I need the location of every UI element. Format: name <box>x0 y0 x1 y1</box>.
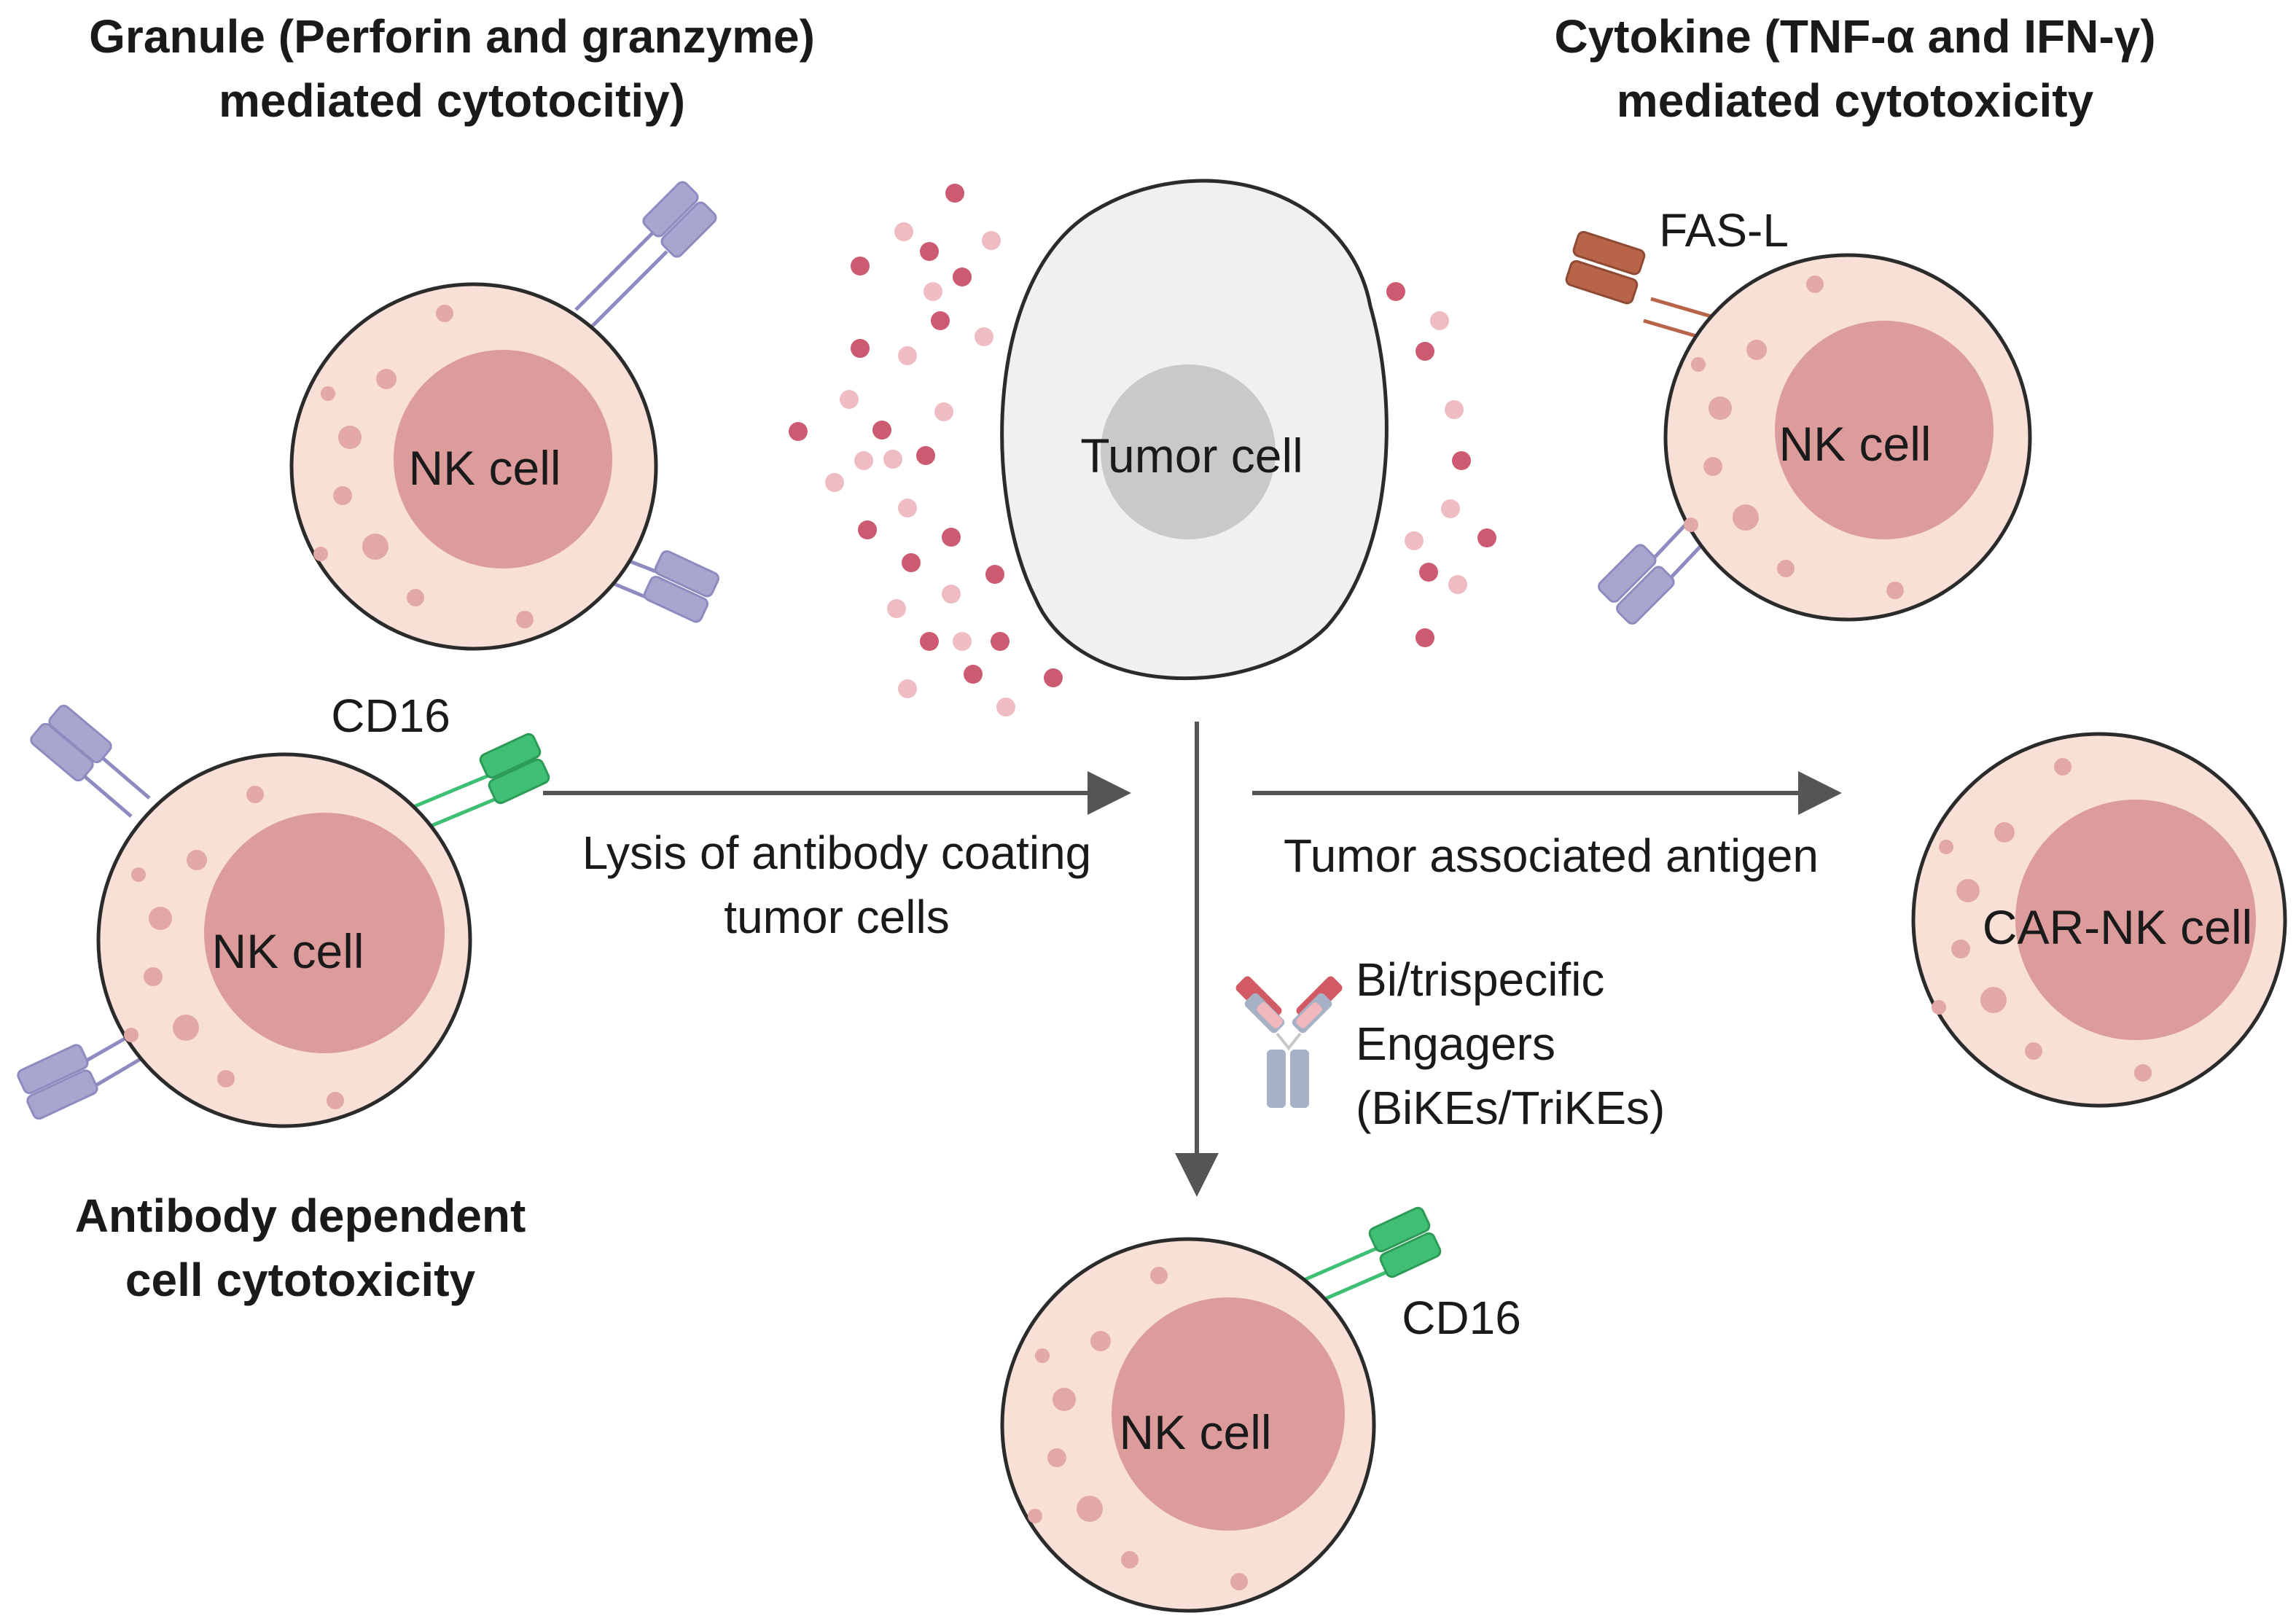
tumor-cell: Tumor cell <box>1000 179 1389 681</box>
tumor-cell-label: Tumor cell <box>1080 429 1303 483</box>
cd16-label: CD16 <box>331 690 450 742</box>
cd16-receptor-icon <box>1297 1206 1442 1308</box>
nk-cell-mid-left: NK cell CD16 <box>17 690 550 1128</box>
released-granules-right <box>1386 282 1496 647</box>
fas-l-label: FAS-L <box>1659 204 1789 257</box>
engagers-label-line1: Bi/trispecific <box>1356 953 1604 1006</box>
cytokine-heading-line1: Cytokine (TNF-α and IFN-γ) <box>1554 10 2155 63</box>
granule-heading-line1: Granule (Perforin and granzyme) <box>89 10 815 63</box>
nk-cell-label: NK cell <box>408 441 561 495</box>
adcc-heading-line1: Antibody dependent <box>75 1190 526 1242</box>
released-granules-left <box>789 184 1063 716</box>
tumor-antigen-label: Tumor associated antigen <box>1284 829 1819 882</box>
nk-cell-label: NK cell <box>1119 1405 1271 1459</box>
granule-heading-line2: mediated cytotocitiy) <box>219 74 685 127</box>
nk-cell-top-left: NK cell <box>289 181 720 651</box>
receptor-icon <box>30 704 151 818</box>
receptor-icon <box>574 181 717 329</box>
cd16-label: CD16 <box>1402 1292 1521 1344</box>
lysis-label-line1: Lysis of antibody coating <box>582 827 1092 879</box>
lysis-label-line2: tumor cells <box>724 891 949 943</box>
engagers-label-line3: (BiKEs/TriKEs) <box>1356 1082 1665 1134</box>
car-nk-cell: CAR-NK cell <box>1911 732 2287 1108</box>
car-nk-cell-label: CAR-NK cell <box>1983 900 2252 954</box>
nk-cell-label: NK cell <box>211 924 364 978</box>
adcc-heading-line2: cell cytotoxicity <box>125 1254 476 1306</box>
nk-cell-label: NK cell <box>1778 417 1931 471</box>
antibody-engager-icon <box>1235 976 1343 1108</box>
cytokine-heading-line2: mediated cytotoxicity <box>1617 74 2094 127</box>
engagers-label-line2: Engagers <box>1356 1017 1555 1070</box>
nk-cell-top-right: NK cell FAS-L <box>1565 204 2032 625</box>
nk-cell-bottom: NK cell CD16 <box>1000 1206 1521 1613</box>
cd16-receptor-icon <box>407 733 550 835</box>
